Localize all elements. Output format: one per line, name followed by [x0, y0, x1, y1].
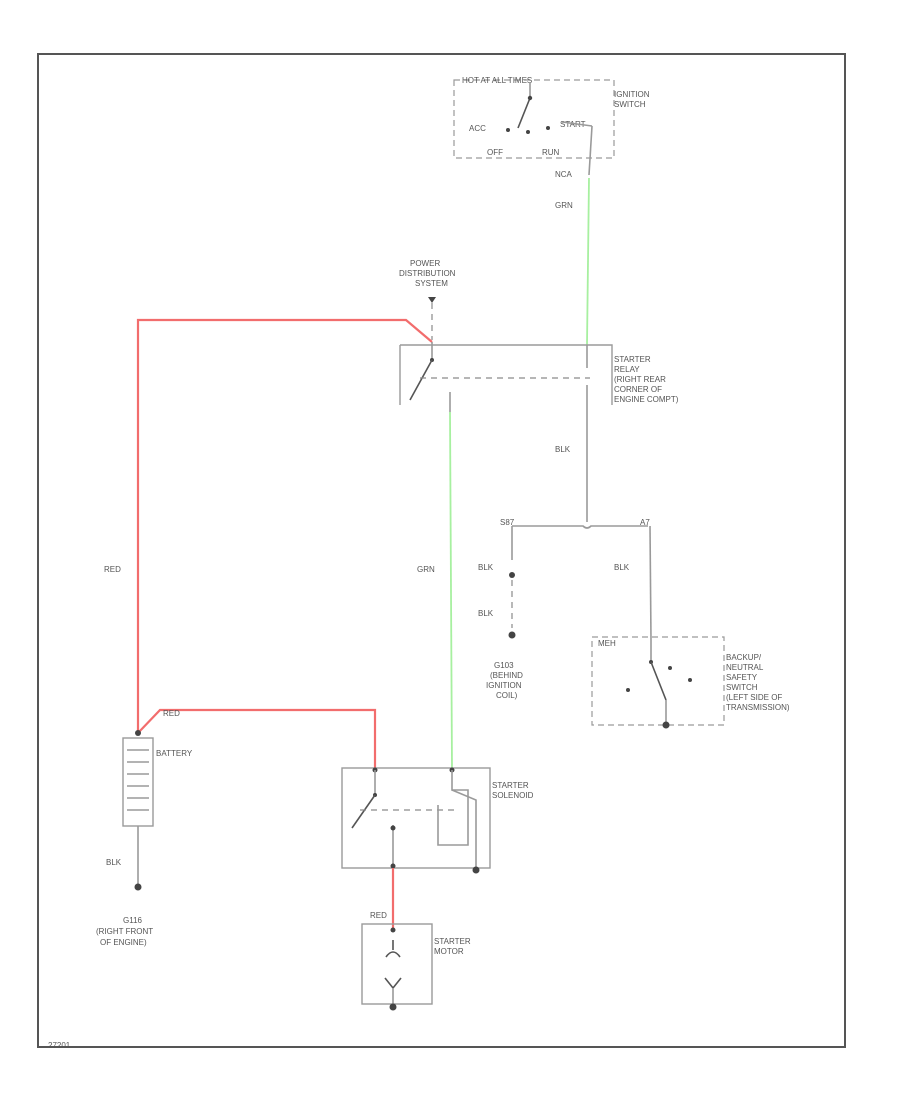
neutral-label-6: TRANSMISSION) — [726, 703, 790, 712]
solenoid-switch-blade — [351, 794, 376, 829]
motor-ground-terminal — [389, 1003, 397, 1011]
g103-label-2: (BEHIND — [490, 671, 523, 680]
solenoid-output-contact — [390, 825, 396, 831]
ignition-hot-label: HOT AT ALL TIMES — [462, 76, 532, 85]
start-contact-line — [561, 121, 593, 127]
g103-label-1: G103 — [494, 661, 514, 670]
motor-label-1: STARTER — [434, 937, 471, 946]
ignition-switch-box — [453, 79, 615, 159]
power-distribution-system: POWER DISTRIBUTION SYSTEM — [399, 259, 456, 340]
solenoid-motor-terminal — [390, 863, 396, 869]
g116-label-1: G116 — [123, 916, 143, 925]
splice-left-label: S87 — [500, 518, 515, 527]
starter-solenoid-box — [341, 767, 491, 869]
neutral-label-1: BACKUP/ — [726, 653, 762, 662]
solenoid-coil — [437, 770, 469, 846]
red-wire-label-left: RED — [104, 565, 121, 574]
run-contact — [546, 126, 550, 130]
relay-label-1: STARTER — [614, 355, 651, 364]
neutral-label-3: SAFETY — [726, 673, 758, 682]
solenoid-ground-terminal — [472, 866, 480, 874]
starter-relay: STARTER RELAY (RIGHT REAR CORNER OF ENGI… — [399, 342, 679, 412]
starter-relay-box — [399, 344, 613, 405]
relay-label-3: (RIGHT REAR — [614, 375, 666, 384]
off-label: OFF — [487, 148, 503, 157]
starter-motor: STARTER MOTOR — [361, 923, 471, 1011]
battery-label: BATTERY — [156, 749, 193, 758]
solenoid-label-1: STARTER — [492, 781, 529, 790]
relay-switch-blade — [409, 359, 433, 401]
blk-branch-right — [649, 525, 652, 641]
splice-bus — [512, 525, 648, 529]
acc-label: ACC — [469, 124, 486, 133]
run-label: RUN — [542, 148, 560, 157]
relay-label-2: RELAY — [614, 365, 640, 374]
splice-right-label: A7 — [640, 518, 650, 527]
ground-g103 — [508, 631, 516, 639]
neutral-label-4: SWITCH — [726, 683, 758, 692]
ground-g116 — [134, 883, 142, 891]
neutral-safety-switch: MEH BACKUP/ NEUTRAL SAFETY SWITCH (LEFT … — [591, 636, 790, 729]
red-wire-battery-to-solenoid — [137, 708, 377, 770]
battery: BATTERY BLK G116 (RIGHT FRONT OF ENGINE) — [96, 730, 193, 947]
blk-left-label-1: BLK — [478, 563, 494, 572]
neutral-contact-3 — [688, 678, 692, 682]
grn-wire-ignition-to-relay — [586, 177, 590, 346]
acc-contact — [506, 128, 510, 132]
ignition-wire-grn-label: GRN — [555, 201, 573, 210]
ignition-connector-label: NCA — [555, 170, 573, 179]
blk-left-label-2: BLK — [478, 609, 494, 618]
starter-solenoid: STARTER SOLENOID — [341, 767, 534, 874]
g116-label-2: (RIGHT FRONT — [96, 927, 153, 936]
neutral-label-2: NEUTRAL — [726, 663, 764, 672]
pds-terminal-arrow — [428, 297, 436, 303]
start-label: START — [560, 120, 586, 129]
ignition-switch-label-2: SWITCH — [614, 100, 646, 109]
starter-motor-box — [361, 923, 433, 1005]
g103-label-4: COIL) — [496, 691, 518, 700]
relay-label-4: CORNER OF — [614, 385, 662, 394]
battery-ground-wire-label: BLK — [106, 858, 122, 867]
neutral-label-5: (LEFT SIDE OF — [726, 693, 782, 702]
motor-winding-symbol — [385, 940, 401, 958]
neutral-output-terminal — [662, 721, 670, 729]
relay-label-5: ENGINE COMPT) — [614, 395, 679, 404]
ignition-switch: HOT AT ALL TIMES IGNITION SWITCH ACC STA… — [453, 76, 650, 210]
solenoid-coil-ground — [451, 789, 477, 868]
grn-wire-relay-to-solenoid — [449, 411, 453, 771]
motor-armature-symbol — [384, 977, 402, 990]
relay-ground-wire-label: BLK — [555, 445, 571, 454]
ignition-switch-blade — [517, 97, 531, 129]
connector-dot-blk — [509, 572, 515, 578]
pds-label-2: DISTRIBUTION — [399, 269, 456, 278]
pds-label-1: POWER — [410, 259, 440, 268]
motor-label-2: MOTOR — [434, 947, 464, 956]
ignition-switch-label-1: IGNITION — [614, 90, 650, 99]
solenoid-label-2: SOLENOID — [492, 791, 534, 800]
motor-input-terminal — [390, 927, 396, 933]
neutral-contact-2 — [668, 666, 672, 670]
off-contact — [526, 130, 530, 134]
pds-label-3: SYSTEM — [415, 279, 448, 288]
battery-body — [122, 737, 154, 827]
ignition-out — [588, 125, 593, 176]
neutral-safety-switch-box — [591, 636, 725, 726]
neutral-contact-1 — [626, 688, 630, 692]
red-wire-battery-to-relay — [136, 318, 433, 735]
figure-id: 27201 — [48, 1041, 71, 1050]
grn-wire-label-2: GRN — [417, 565, 435, 574]
battery-positive-terminal — [135, 730, 141, 736]
g116-label-3: OF ENGINE) — [100, 938, 147, 947]
g103-label-3: IGNITION — [486, 681, 522, 690]
neutral-switch-blade — [650, 661, 667, 701]
red-wire-label-motor: RED — [370, 911, 387, 920]
ignition-pivot — [527, 95, 533, 101]
blk-right-label: BLK — [614, 563, 630, 572]
diagram-frame — [37, 53, 846, 1048]
red-wire-label-top: RED — [163, 709, 180, 718]
neutral-connector-label: MEH — [598, 639, 616, 648]
